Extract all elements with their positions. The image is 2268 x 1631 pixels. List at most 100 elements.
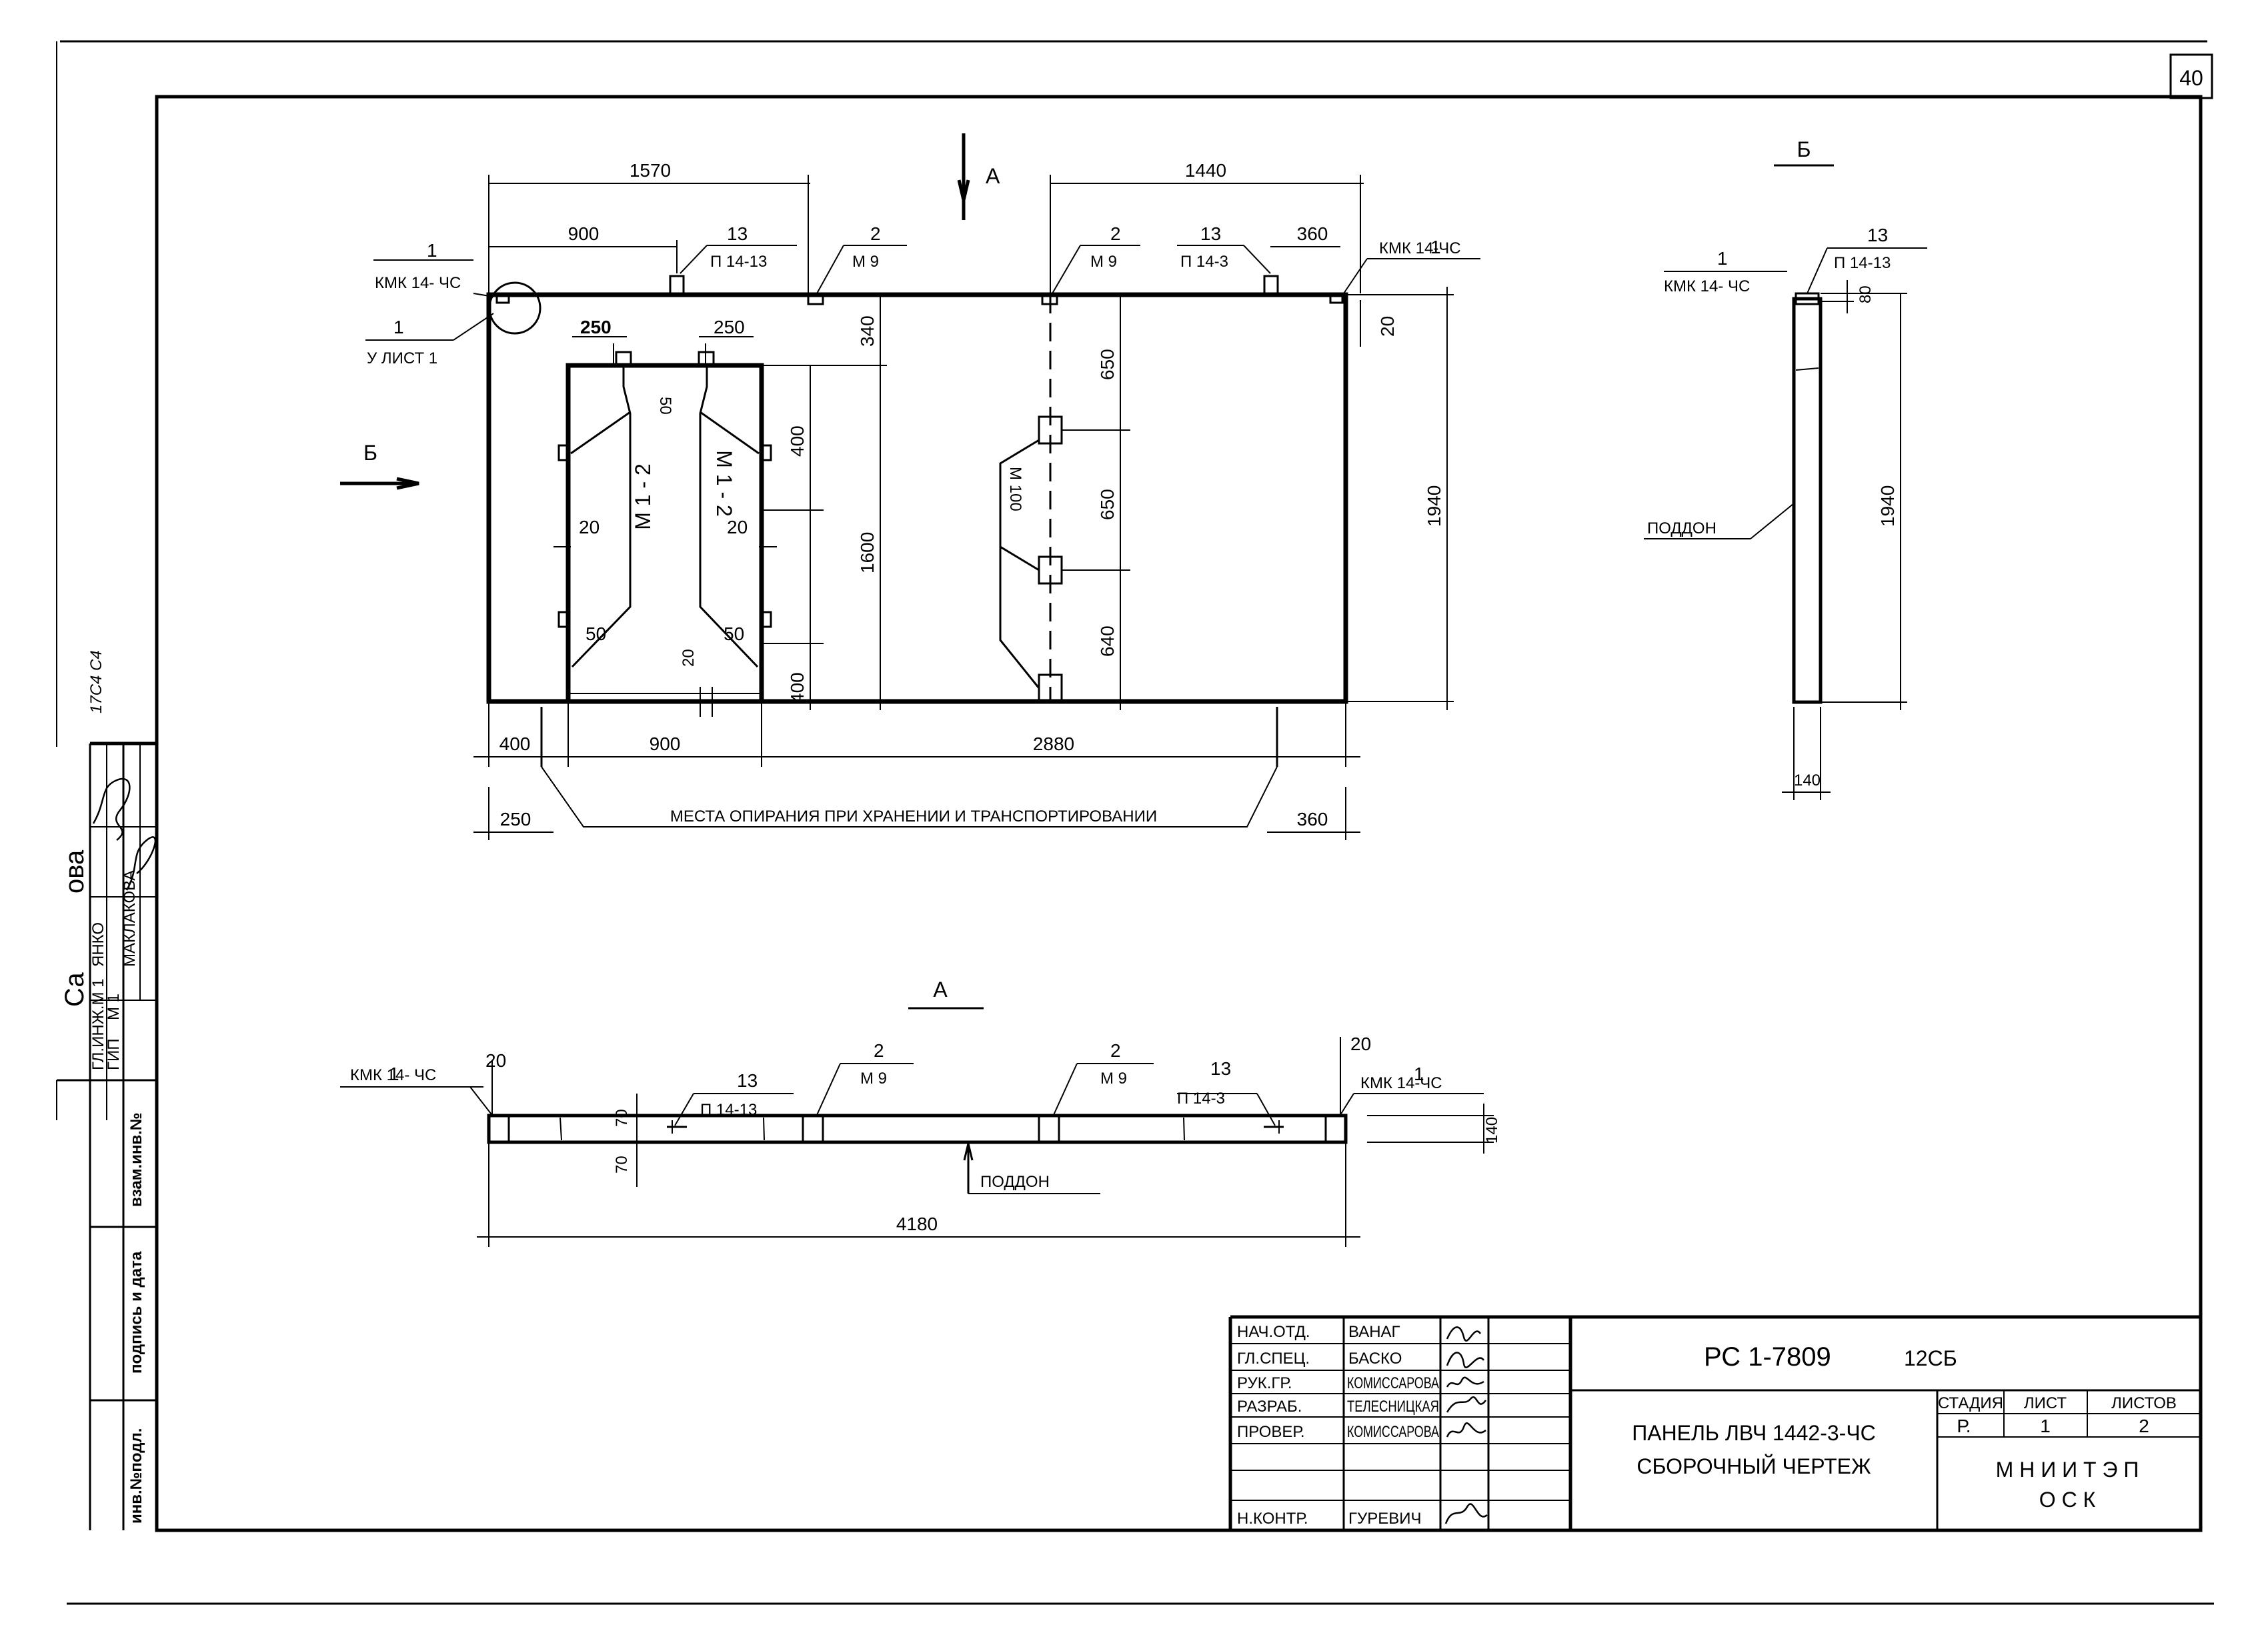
section-b-title: Б (1797, 137, 1811, 161)
node-reference: 1 У ЛИСТ 1 (365, 313, 494, 367)
tb-name-7: ГУРЕВИЧ (1348, 1510, 1422, 1528)
tb-role-1: ГЛ.СПЕЦ. (1237, 1350, 1310, 1368)
section-b-dim-80: 80 (1857, 285, 1875, 303)
tb-signature-2 (1446, 1376, 1484, 1388)
sa-callout-m9-right: 2 М 9 (1053, 1040, 1154, 1116)
strip-signature-1 (92, 777, 131, 841)
section-a-pallet: ПОДДОН (980, 1173, 1050, 1191)
tb-signature-7 (1444, 1503, 1488, 1524)
main-elevation-view: А Б М 1 - 2 М 1 - 2 250 250 50 50 50 20 … (340, 133, 1480, 840)
dim-340: 340 (857, 315, 878, 347)
mesh-label-right: М 1 - 2 (712, 450, 736, 517)
svg-text:КМК 14-ЧС: КМК 14-ЧС (1360, 1074, 1442, 1092)
tb-stage: Р. (1957, 1416, 1971, 1436)
tb-sheet-header: ЛИСТ (2024, 1394, 2067, 1412)
sa-dim-4180: 4180 (896, 1214, 938, 1234)
tb-name-1: БАСКО (1348, 1350, 1402, 1368)
callout-p14-13-main: 13 П 14-13 (680, 223, 797, 274)
svg-text:13: 13 (1867, 225, 1888, 245)
dim-bottom-360: 360 (1297, 809, 1328, 830)
dim-bottom-900: 900 (650, 733, 681, 754)
sheet-frame: 40 (56, 40, 2214, 1605)
section-a-view: А 1 КМК 14- ЧС 13 П 14-13 2 М 9 (340, 978, 1501, 1247)
sa-callout-kmk-right: 1 КМК 14-ЧС (1338, 1064, 1484, 1118)
opening-dim-20-left: 20 (579, 517, 600, 537)
tb-doc-code: РС 1-7809 (1704, 1342, 1831, 1372)
sa-callout-p14-13: 13 П 14-13 (674, 1070, 794, 1126)
opening-dim-50-right: 50 (724, 623, 744, 644)
svg-text:П 14-13: П 14-13 (700, 1101, 757, 1119)
svg-text:М 9: М 9 (860, 1070, 887, 1088)
sa-callout-kmk-left: 1 КМК 14- ЧС (340, 1064, 494, 1118)
tb-signature-4 (1446, 1422, 1486, 1438)
left-stamp-strip: взам.инв.№ подпись и дата инв.№подл. ГИП… (56, 650, 157, 1530)
svg-text:У ЛИСТ 1: У ЛИСТ 1 (367, 349, 437, 367)
dim-top-900: 900 (568, 223, 600, 244)
opening-dim-50-left: 50 (586, 623, 606, 644)
dim-top-360: 360 (1297, 223, 1328, 244)
callout-kmk-right: 1 КМК 14-ЧС (1343, 237, 1480, 294)
strip-name-gip: М 1 (105, 994, 123, 1020)
svg-text:1: 1 (389, 1064, 399, 1084)
section-b-dim-140: 140 (1794, 771, 1821, 789)
sa-callout-p14-3: 13 П 14-3 (1177, 1058, 1276, 1126)
sa-dim-140: 140 (1483, 1117, 1501, 1144)
svg-text:2: 2 (1110, 1040, 1121, 1061)
svg-text:1: 1 (393, 317, 404, 337)
strip-label-inv: инв.№подл. (127, 1428, 145, 1524)
tb-sheets: 2 (2139, 1416, 2149, 1436)
dim-1600: 1600 (857, 532, 878, 573)
sa-dim-70-top: 70 (613, 1109, 631, 1127)
section-b-view: Б 13 П 14-13 1 КМК 14- ЧС 80 1940 140 ПО… (1644, 137, 1927, 800)
svg-text:КМК 14- ЧС: КМК 14- ЧС (1664, 277, 1750, 295)
dim-640: 640 (1097, 625, 1118, 657)
stamp-code: 17С4 С4 (87, 650, 105, 713)
svg-text:М 9: М 9 (852, 253, 879, 271)
strip-name-yanko: ЯНКО (89, 922, 107, 967)
svg-text:М 9: М 9 (1100, 1070, 1127, 1088)
strip-text-sa: Са (60, 972, 89, 1007)
callout-p14-3-main: 13 П 14-3 (1177, 223, 1271, 274)
opening-dim-50-top: 50 (656, 397, 674, 415)
tb-name-3: ТЕЛЕСНИЦКАЯ (1347, 1398, 1439, 1416)
tb-role-4: ПРОВЕР. (1237, 1423, 1305, 1441)
svg-text:П 14-13: П 14-13 (710, 253, 767, 271)
callout-m9-right: 2 М 9 (1052, 223, 1140, 294)
dim-top-1570: 1570 (630, 160, 671, 181)
sa-dim-20-left: 20 (485, 1050, 506, 1071)
strip-label-podpis: подпись и дата (127, 1251, 145, 1374)
tb-sheet: 1 (2040, 1416, 2051, 1436)
svg-text:1: 1 (1717, 248, 1728, 269)
svg-text:13: 13 (1210, 1058, 1231, 1079)
tb-doc-suffix: 12СБ (1904, 1346, 1957, 1370)
svg-text:2: 2 (874, 1040, 884, 1061)
svg-text:М 9: М 9 (1090, 253, 1117, 271)
dim-bottom-2880: 2880 (1033, 733, 1074, 754)
strip-signature-2 (125, 836, 157, 891)
svg-text:13: 13 (727, 223, 748, 244)
dim-650-mid: 650 (1097, 489, 1118, 520)
mesh-label-left: М 1 - 2 (631, 463, 655, 530)
dim-1940-main: 1940 (1424, 485, 1444, 527)
section-b-dim-1940: 1940 (1877, 485, 1898, 527)
svg-text:КМК 14- ЧС: КМК 14- ЧС (350, 1066, 436, 1084)
strip-text-ova: ова (60, 850, 89, 894)
strip-label-vzam: взам.инв.№ (127, 1112, 145, 1207)
tb-signature-3 (1446, 1396, 1487, 1413)
section-a-marker: А (986, 164, 1000, 188)
svg-text:П 14-3: П 14-3 (1177, 1090, 1225, 1108)
svg-text:КМК 14-ЧС: КМК 14-ЧС (1379, 239, 1461, 257)
opening-dim-20-bottom: 20 (680, 649, 698, 667)
tb-title-line1: ПАНЕЛЬ ЛВЧ 1442-3-ЧС (1632, 1421, 1876, 1445)
tb-name-4: КОМИССАРОВА (1347, 1423, 1439, 1441)
tb-title-line2: СБОРОЧНЫЙ ЧЕРТЕЖ (1636, 1454, 1871, 1478)
tb-sheets-header: ЛИСТОВ (2111, 1394, 2177, 1412)
tb-stage-header: СТАДИЯ (1938, 1394, 2003, 1412)
svg-text:П 14-13: П 14-13 (1834, 254, 1891, 272)
svg-text:2: 2 (870, 223, 881, 244)
svg-text:КМК 14- ЧС: КМК 14- ЧС (375, 274, 461, 292)
dim-bottom-400: 400 (499, 733, 531, 754)
section-a-title: А (933, 978, 948, 1002)
title-block: НАЧ.ОТД. ВАНАГ ГЛ.СПЕЦ. БАСКО РУК.ГР. КО… (1228, 1315, 2201, 1530)
